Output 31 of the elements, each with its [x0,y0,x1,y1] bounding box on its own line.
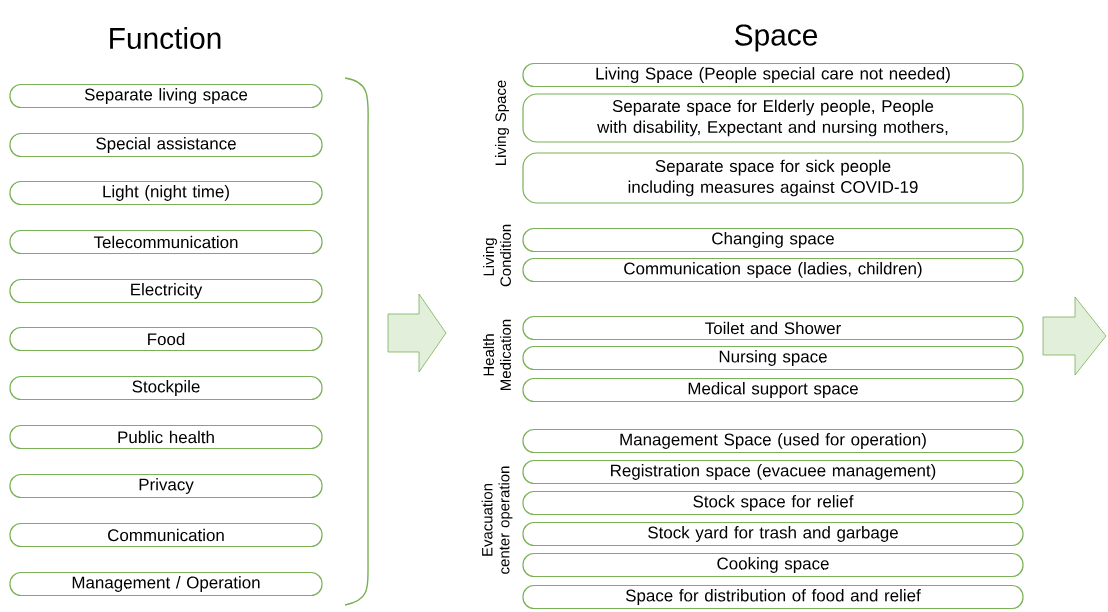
group-label: Evacuation center operation [481,466,513,574]
pill-box: Telecommunication [9,229,323,255]
pill-box: Separate space for Elderly people, People with disability, Expectant and nursing mothers, [522,93,1024,143]
pill-box: Registration space (evacuee management) [522,459,1024,485]
pill-box: Management / Operation [9,571,323,597]
pill-box: Food [9,326,323,352]
pill-box: Electricity [9,278,323,304]
pill-box: Living Space (People special care not needed) [522,62,1024,88]
pill-box: Stockpile [9,375,323,401]
group-label: Living Condition [483,224,511,287]
pill-box: Separate space for sick people including measures against COVID-19 [522,152,1024,204]
pill-box: Communication [9,522,323,548]
heading: Space [735,24,818,52]
pill-box: Privacy [9,473,323,499]
pill-box: Changing space [522,227,1024,253]
pill-box: Stock space for relief [522,490,1024,516]
pill-box: Communication space (ladies, children) [522,257,1024,283]
pill-box: Cooking space [522,552,1024,578]
pill-box: Separate living space [9,83,323,109]
pill-box: Light (night time) [9,180,323,206]
pill-box: Stock yard for trash and garbage [522,521,1024,547]
pill-box: Special assistance [9,132,323,158]
pill-box: Public health [9,424,323,450]
pill-box: Space for distribution of food and relief [522,584,1024,610]
heading: Function [110,27,221,49]
group-label: Living Space [495,80,509,165]
pill-box: Nursing space [522,345,1024,371]
group-label: Health Medication [483,319,511,390]
pill-box: Toilet and Shower [522,315,1024,341]
pill-box: Medical support space [522,377,1024,403]
pill-box: Management Space (used for operation) [522,428,1024,454]
